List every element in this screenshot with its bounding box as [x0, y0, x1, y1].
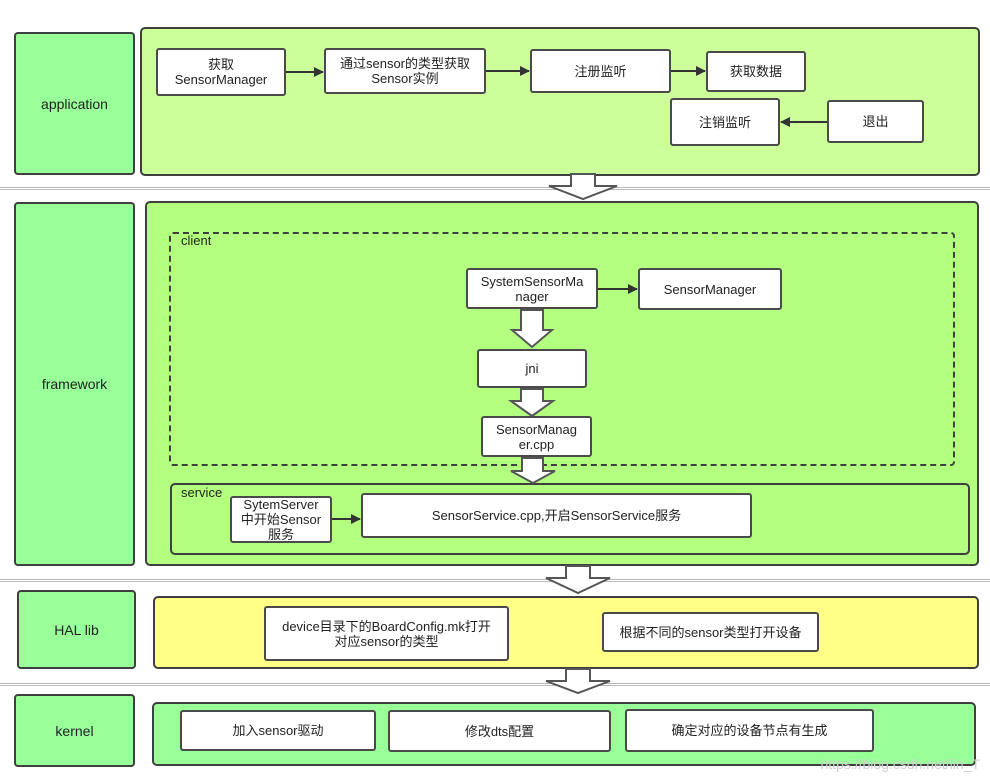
- sensor-manager-cpp-node: SensorManag er.cpp: [481, 416, 592, 457]
- service-title: service: [181, 485, 223, 500]
- client-group: [169, 232, 955, 466]
- watermark: https://blog.csdn.net/lin_T: [820, 756, 980, 772]
- add-driver-node: 加入sensor驱动: [180, 710, 376, 751]
- block-arrow-cpp-to-service: [510, 457, 556, 485]
- open-device-node: 根据不同的sensor类型打开设备: [602, 612, 819, 652]
- block-arrow-jni-to-cpp: [507, 388, 557, 418]
- exit-node: 退出: [827, 100, 924, 143]
- framework-sensor-manager-node: SensorManager: [638, 268, 782, 310]
- register-listener-node: 注册监听: [530, 49, 671, 93]
- system-sensor-manager-node: SystemSensorMa nager: [466, 268, 598, 309]
- sensor-service-node: SensorService.cpp,开启SensorService服务: [361, 493, 752, 538]
- layer-label-hal: HAL lib: [17, 590, 136, 669]
- get-sensor-instance-node: 通过sensor的类型获取 Sensor实例: [324, 48, 486, 94]
- unregister-listener-node: 注销监听: [670, 98, 780, 146]
- block-arrow-hal-to-kernel: [545, 668, 611, 695]
- get-data-node: 获取数据: [706, 51, 806, 92]
- block-arrow-system-to-jni: [509, 309, 555, 349]
- board-config-node: device目录下的BoardConfig.mk打开 对应sensor的类型: [264, 606, 509, 661]
- get-sensor-manager-node: 获取 SensorManager: [156, 48, 286, 96]
- separator-hal-kernel: [0, 683, 990, 686]
- client-title: client: [181, 233, 212, 248]
- separator-app-framework: [0, 187, 990, 190]
- layer-label-framework: framework: [14, 202, 135, 566]
- block-arrow-app-to-framework: [548, 173, 618, 201]
- layer-label-application: application: [14, 32, 135, 175]
- system-server-node: SytemServer 中开始Sensor 服务: [230, 496, 332, 543]
- jni-node: jni: [477, 349, 587, 388]
- confirm-node-node: 确定对应的设备节点有生成: [625, 709, 874, 752]
- layer-label-kernel: kernel: [14, 694, 135, 767]
- block-arrow-framework-to-hal: [545, 565, 611, 595]
- modify-dts-node: 修改dts配置: [388, 710, 611, 752]
- separator-framework-hal: [0, 579, 990, 582]
